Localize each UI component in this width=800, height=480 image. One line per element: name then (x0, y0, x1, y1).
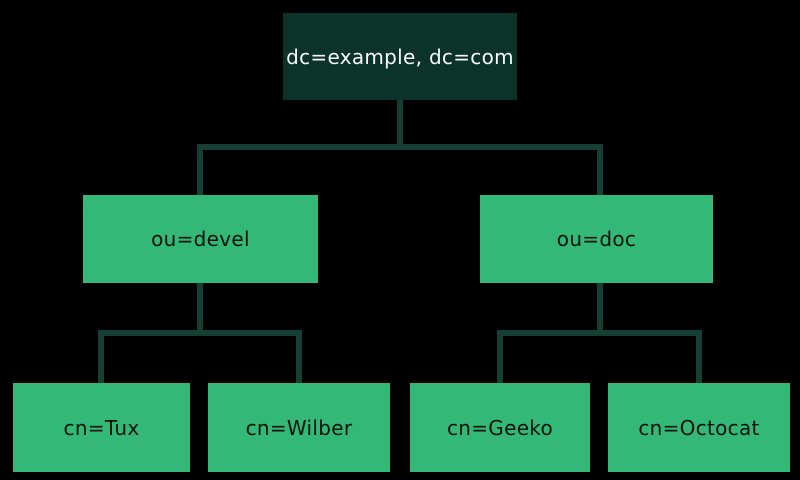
connector-geeko-up (497, 330, 503, 383)
node-cn-octocat: cn=Octocat (608, 383, 790, 472)
node-label: ou=doc (556, 227, 637, 251)
node-label: cn=Tux (63, 415, 140, 440)
connector-doc-down (597, 283, 603, 333)
connector-devel-up (197, 144, 203, 195)
node-cn-wilber: cn=Wilber (208, 383, 390, 472)
node-cn-geeko: cn=Geeko (410, 383, 590, 472)
node-dc-example-dc-com: dc=example, dc=com (283, 13, 517, 100)
connector-tux-up (98, 330, 104, 383)
connector-wilber-up (296, 330, 302, 383)
node-label: cn=Wilber (245, 415, 353, 440)
node-ou-devel: ou=devel (83, 195, 318, 283)
node-label: cn=Octocat (638, 415, 760, 440)
node-cn-tux: cn=Tux (13, 383, 190, 472)
connector-doc-up (597, 144, 603, 195)
node-ou-doc: ou=doc (480, 195, 713, 283)
node-label: dc=example, dc=com (286, 44, 514, 69)
connector-level2-left-horizontal (98, 330, 302, 336)
connector-root-down (397, 100, 403, 150)
node-label: ou=devel (151, 227, 250, 251)
connector-level1-horizontal (197, 144, 603, 150)
connector-octocat-up (696, 330, 702, 383)
connector-level2-right-horizontal (497, 330, 702, 336)
connector-devel-down (197, 283, 203, 333)
node-label: cn=Geeko (446, 415, 554, 440)
